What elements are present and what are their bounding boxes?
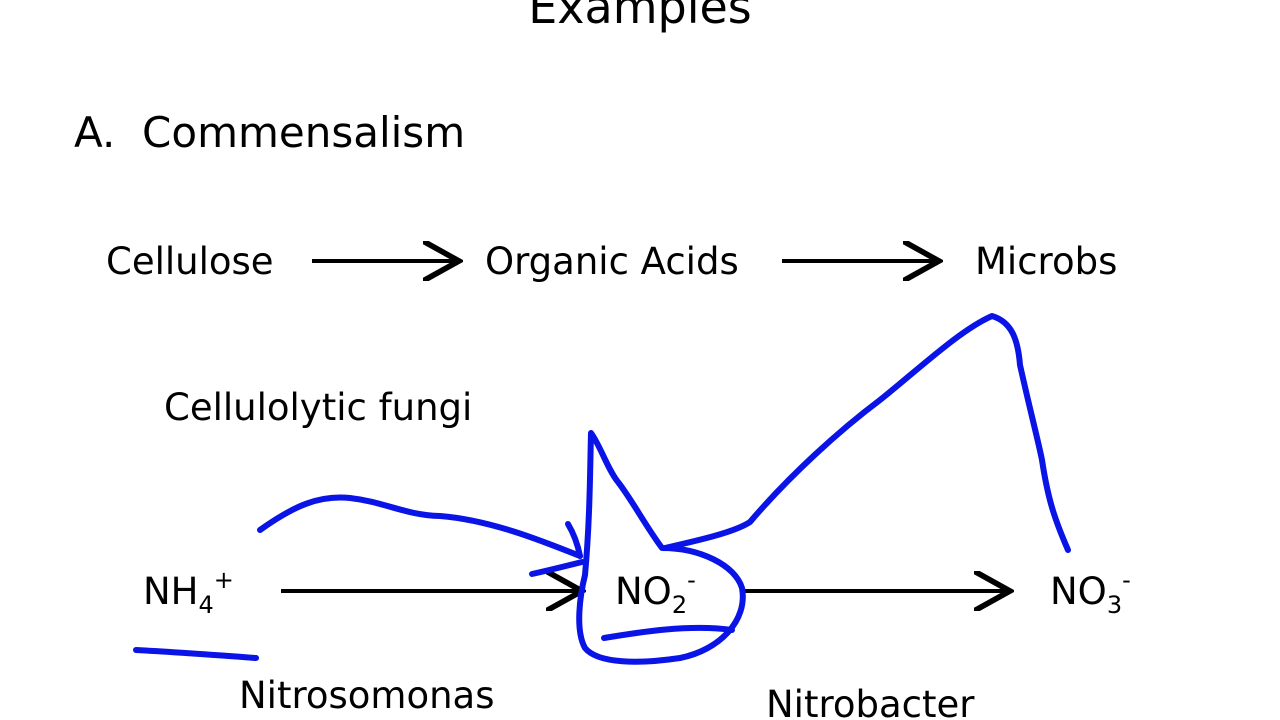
hand-drawn-big-hook bbox=[662, 313, 1071, 553]
hand-drawn-curve-arrow bbox=[257, 494, 583, 559]
hand-drawn-underline-ammonium bbox=[133, 647, 259, 661]
slide-title: Examples bbox=[528, 0, 752, 34]
formula-ammonium: NH4+ bbox=[143, 568, 234, 617]
label-organic-acids: Organic Acids bbox=[485, 240, 739, 283]
formula-nitrate: NO3- bbox=[1050, 568, 1131, 617]
hand-drawn-underline-nitrite bbox=[601, 624, 735, 641]
ammonium-superscript: + bbox=[213, 566, 234, 594]
nitrate-superscript: - bbox=[1122, 566, 1131, 594]
hand-drawn-triangle-loop bbox=[576, 430, 746, 665]
hand-drawn-arrowhead-lower bbox=[529, 559, 585, 577]
label-cellulose: Cellulose bbox=[106, 240, 274, 283]
nitrite-base: NO bbox=[615, 570, 672, 613]
hand-drawn-arrowhead-upper bbox=[565, 521, 583, 559]
nitrate-base: NO bbox=[1050, 570, 1107, 613]
section-heading: A. Commensalism bbox=[74, 108, 466, 157]
label-microbs: Microbs bbox=[975, 240, 1118, 283]
label-nitrobacter: Nitrobacter bbox=[766, 683, 975, 720]
nitrite-superscript: - bbox=[687, 566, 696, 594]
formula-nitrite: NO2- bbox=[615, 568, 696, 617]
nitrite-subscript: 2 bbox=[671, 591, 688, 619]
ammonium-base: NH bbox=[143, 570, 199, 613]
label-cellulolytic-fungi: Cellulolytic fungi bbox=[164, 386, 473, 429]
ammonium-subscript: 4 bbox=[198, 591, 214, 619]
label-nitrosomonas: Nitrosomonas bbox=[239, 674, 495, 717]
nitrate-subscript: 3 bbox=[1106, 591, 1123, 619]
